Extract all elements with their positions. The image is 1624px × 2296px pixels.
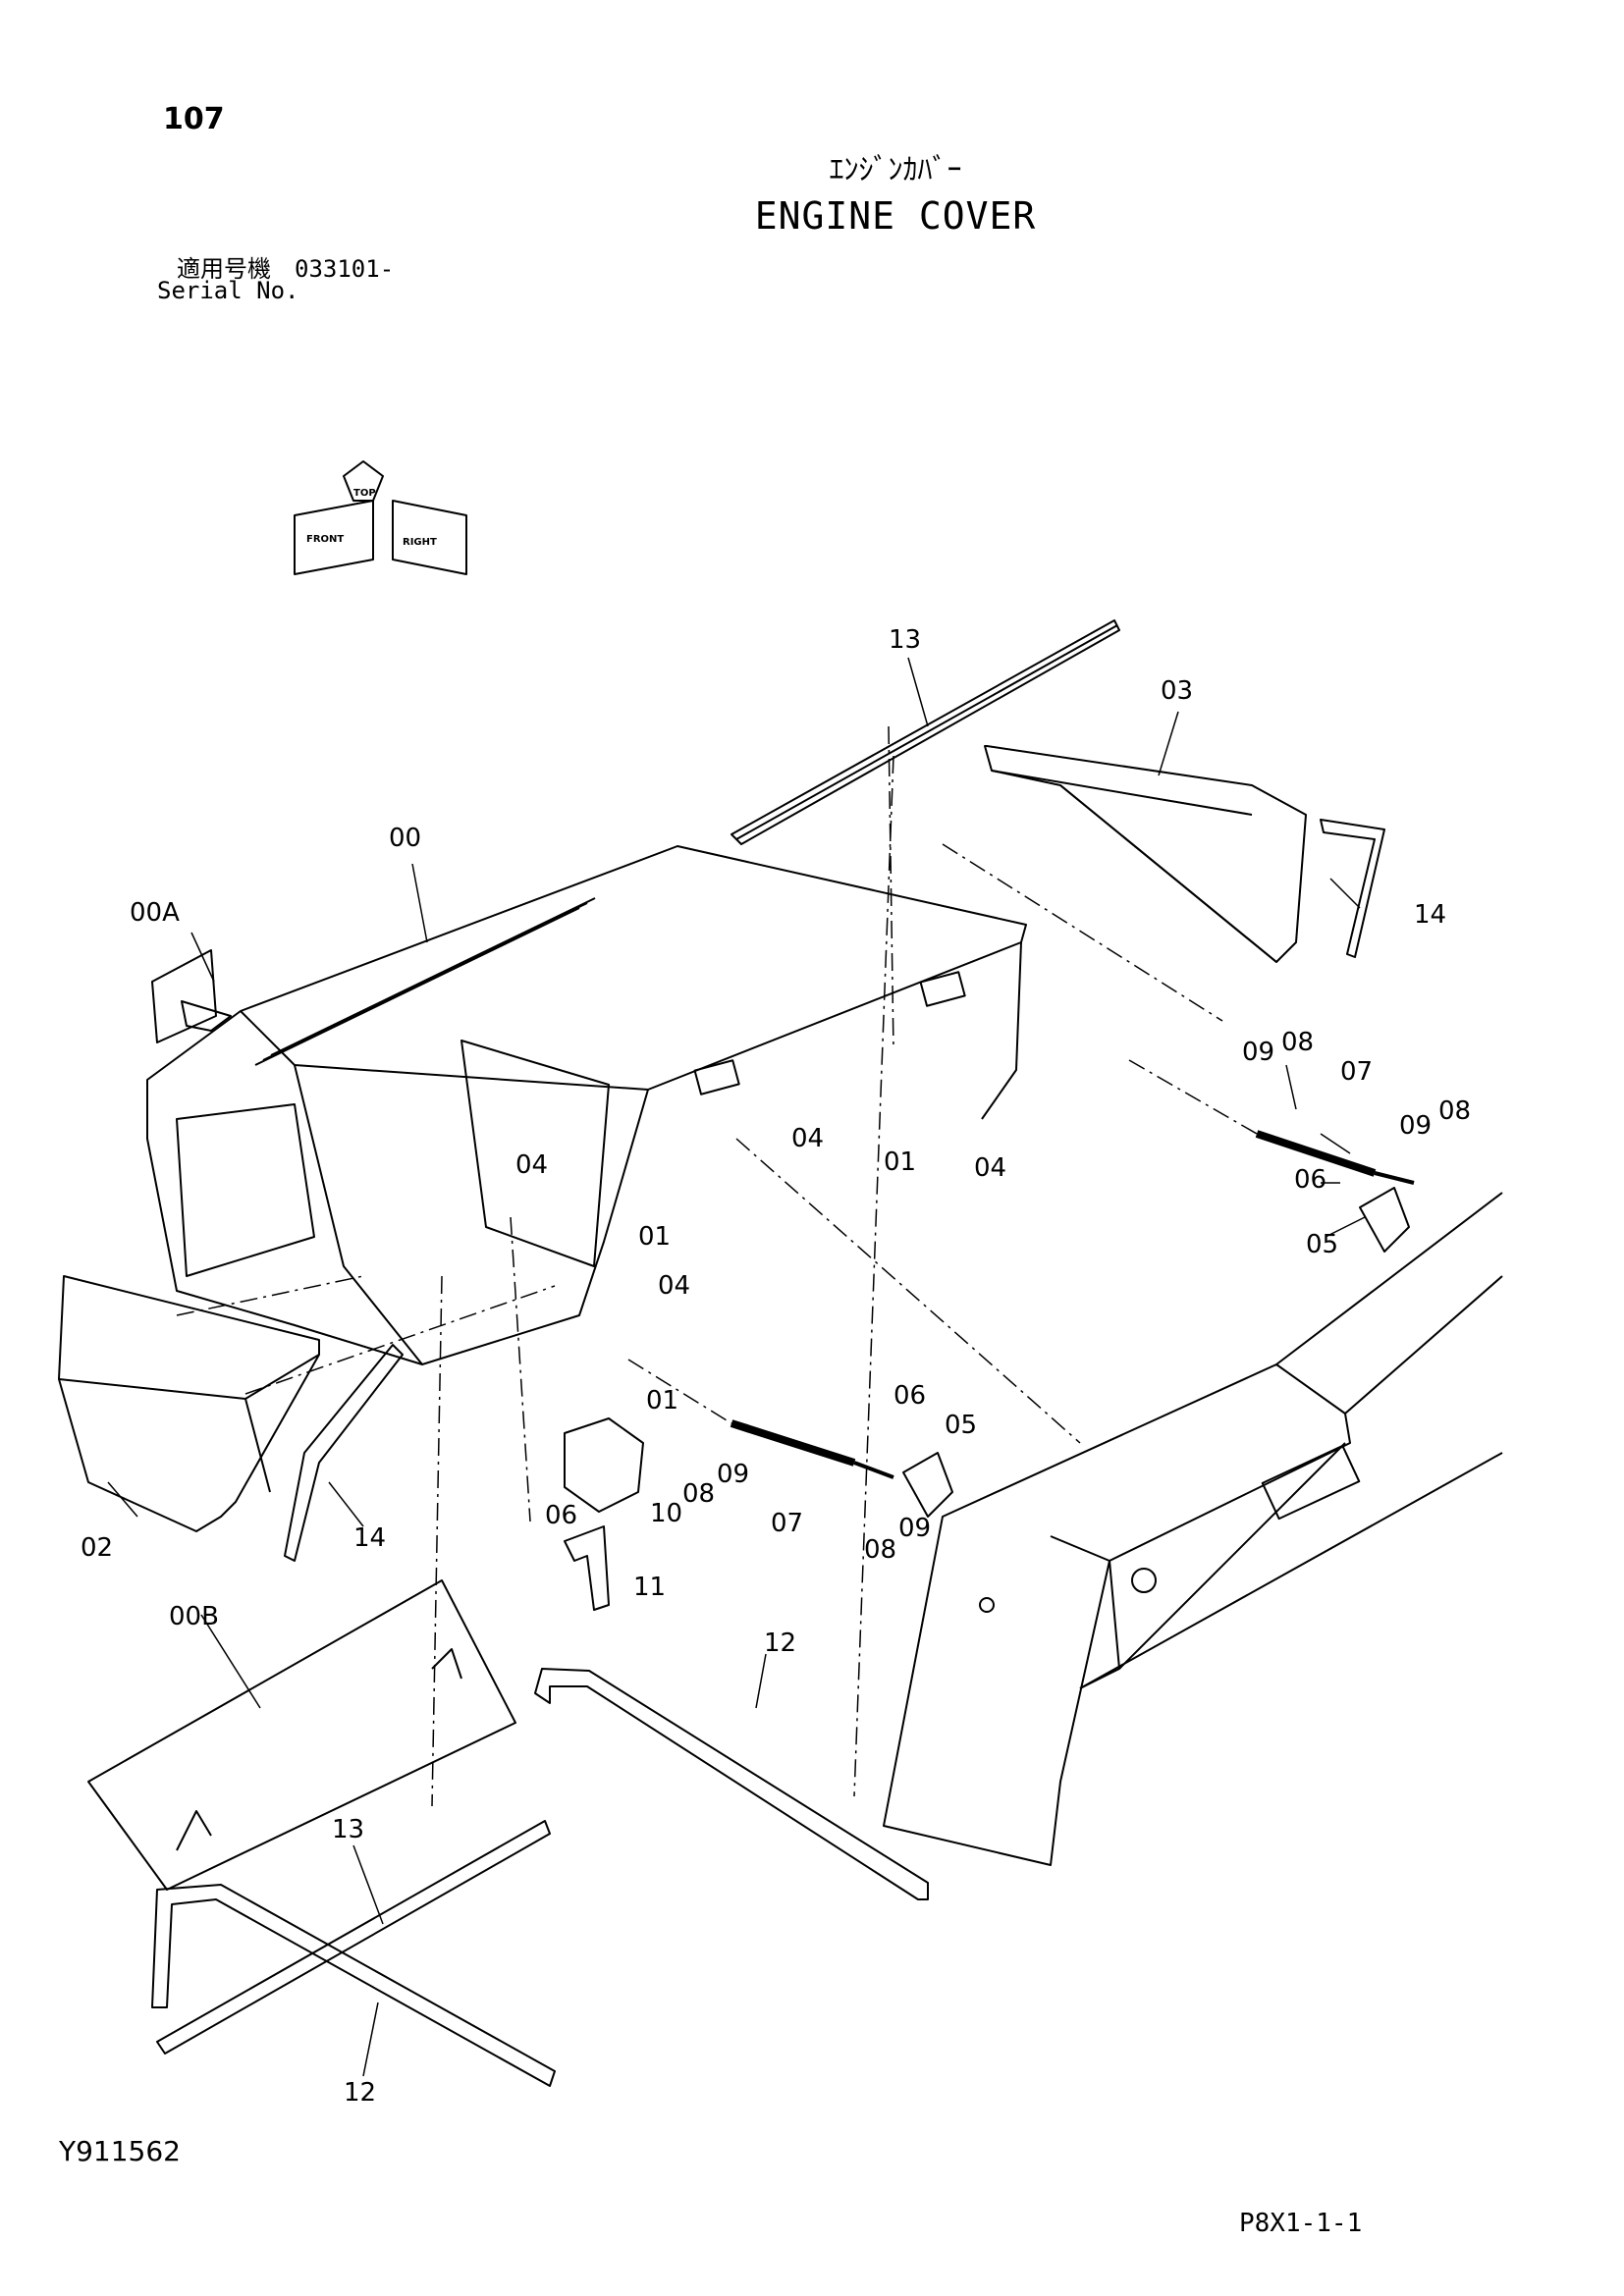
stay-11 [564, 1525, 610, 1611]
page-title-japanese: ｴﾝｼﾞﾝｶﾊﾞｰ [829, 153, 962, 187]
engine-cover-00 [146, 845, 1027, 1365]
seal-14-right [1320, 819, 1385, 958]
assembly-lines [176, 725, 1258, 1807]
orientation-label-right: RIGHT [403, 537, 437, 548]
bracket-00A [151, 949, 232, 1043]
seal-14-left [284, 1344, 404, 1562]
callout-09: 09 [1399, 1111, 1432, 1141]
hinge-right [919, 971, 966, 1007]
callout-13: 13 [332, 1815, 364, 1844]
bracket-05-upper [1359, 1187, 1410, 1253]
bracket-05-lower [902, 1452, 953, 1518]
serial-label: Serial No. [157, 277, 299, 304]
orientation-label-front: FRONT [306, 534, 344, 545]
callout-01: 01 [646, 1386, 678, 1415]
seal-12-center [534, 1668, 929, 1900]
callout-09: 09 [717, 1460, 749, 1489]
callout-01: 01 [638, 1222, 671, 1252]
callout-07: 07 [771, 1509, 803, 1538]
callout-00: 00 [389, 824, 421, 853]
plate-00B [87, 1579, 516, 1891]
callout-09: 09 [898, 1514, 931, 1543]
seal-12-bottom [151, 1884, 556, 2087]
callout-14: 14 [1414, 900, 1446, 930]
frame-body [883, 1192, 1503, 1866]
callout-04: 04 [974, 1153, 1006, 1183]
bracket-10 [564, 1417, 644, 1513]
callout-14: 14 [353, 1523, 386, 1553]
side-panel-03 [984, 745, 1307, 963]
callout-04: 04 [791, 1124, 824, 1153]
gas-spring-07-lower [730, 1419, 894, 1479]
callout-12: 12 [344, 2078, 376, 2108]
callout-01: 01 [884, 1148, 916, 1177]
seal-13-bottom [156, 1820, 551, 2055]
page-code: P8X1-1-1 [1239, 2209, 1363, 2238]
callout-00B: 00B [169, 1602, 219, 1631]
callout-05: 05 [945, 1411, 977, 1440]
seal-strip-13-top [731, 619, 1120, 845]
callout-00A: 00A [130, 898, 180, 928]
callout-08: 08 [1438, 1096, 1471, 1126]
callout-10: 10 [650, 1499, 682, 1528]
callout-05: 05 [1306, 1230, 1338, 1259]
callout-02: 02 [81, 1533, 113, 1563]
page-number: 107 [163, 102, 225, 136]
callout-04: 04 [515, 1150, 548, 1180]
side-cover-02 [58, 1275, 320, 1532]
hinge-left [693, 1059, 740, 1095]
serial-label-japanese: 適用号機 033101- [177, 255, 395, 283]
callout-11: 11 [633, 1573, 666, 1602]
callout-06: 06 [893, 1381, 926, 1411]
callout-08: 08 [682, 1479, 715, 1509]
page-title: ENGINE COVER [754, 194, 1037, 238]
callout-06: 06 [545, 1501, 577, 1530]
callout-03: 03 [1161, 676, 1193, 706]
callout-04: 04 [658, 1271, 690, 1301]
callout-07: 07 [1340, 1057, 1373, 1087]
callout-08: 08 [864, 1535, 896, 1565]
orientation-icon [294, 460, 467, 575]
orientation-label-top: TOP [353, 488, 376, 499]
callout-09: 09 [1242, 1038, 1274, 1067]
gas-spring-07-upper [1255, 1130, 1415, 1185]
callout-08: 08 [1281, 1028, 1314, 1057]
callout-13: 13 [889, 625, 921, 655]
callout-06: 06 [1294, 1165, 1326, 1195]
callout-12: 12 [764, 1629, 796, 1658]
leader-lines [107, 657, 1366, 2077]
document-number: Y911562 [59, 2135, 181, 2167]
